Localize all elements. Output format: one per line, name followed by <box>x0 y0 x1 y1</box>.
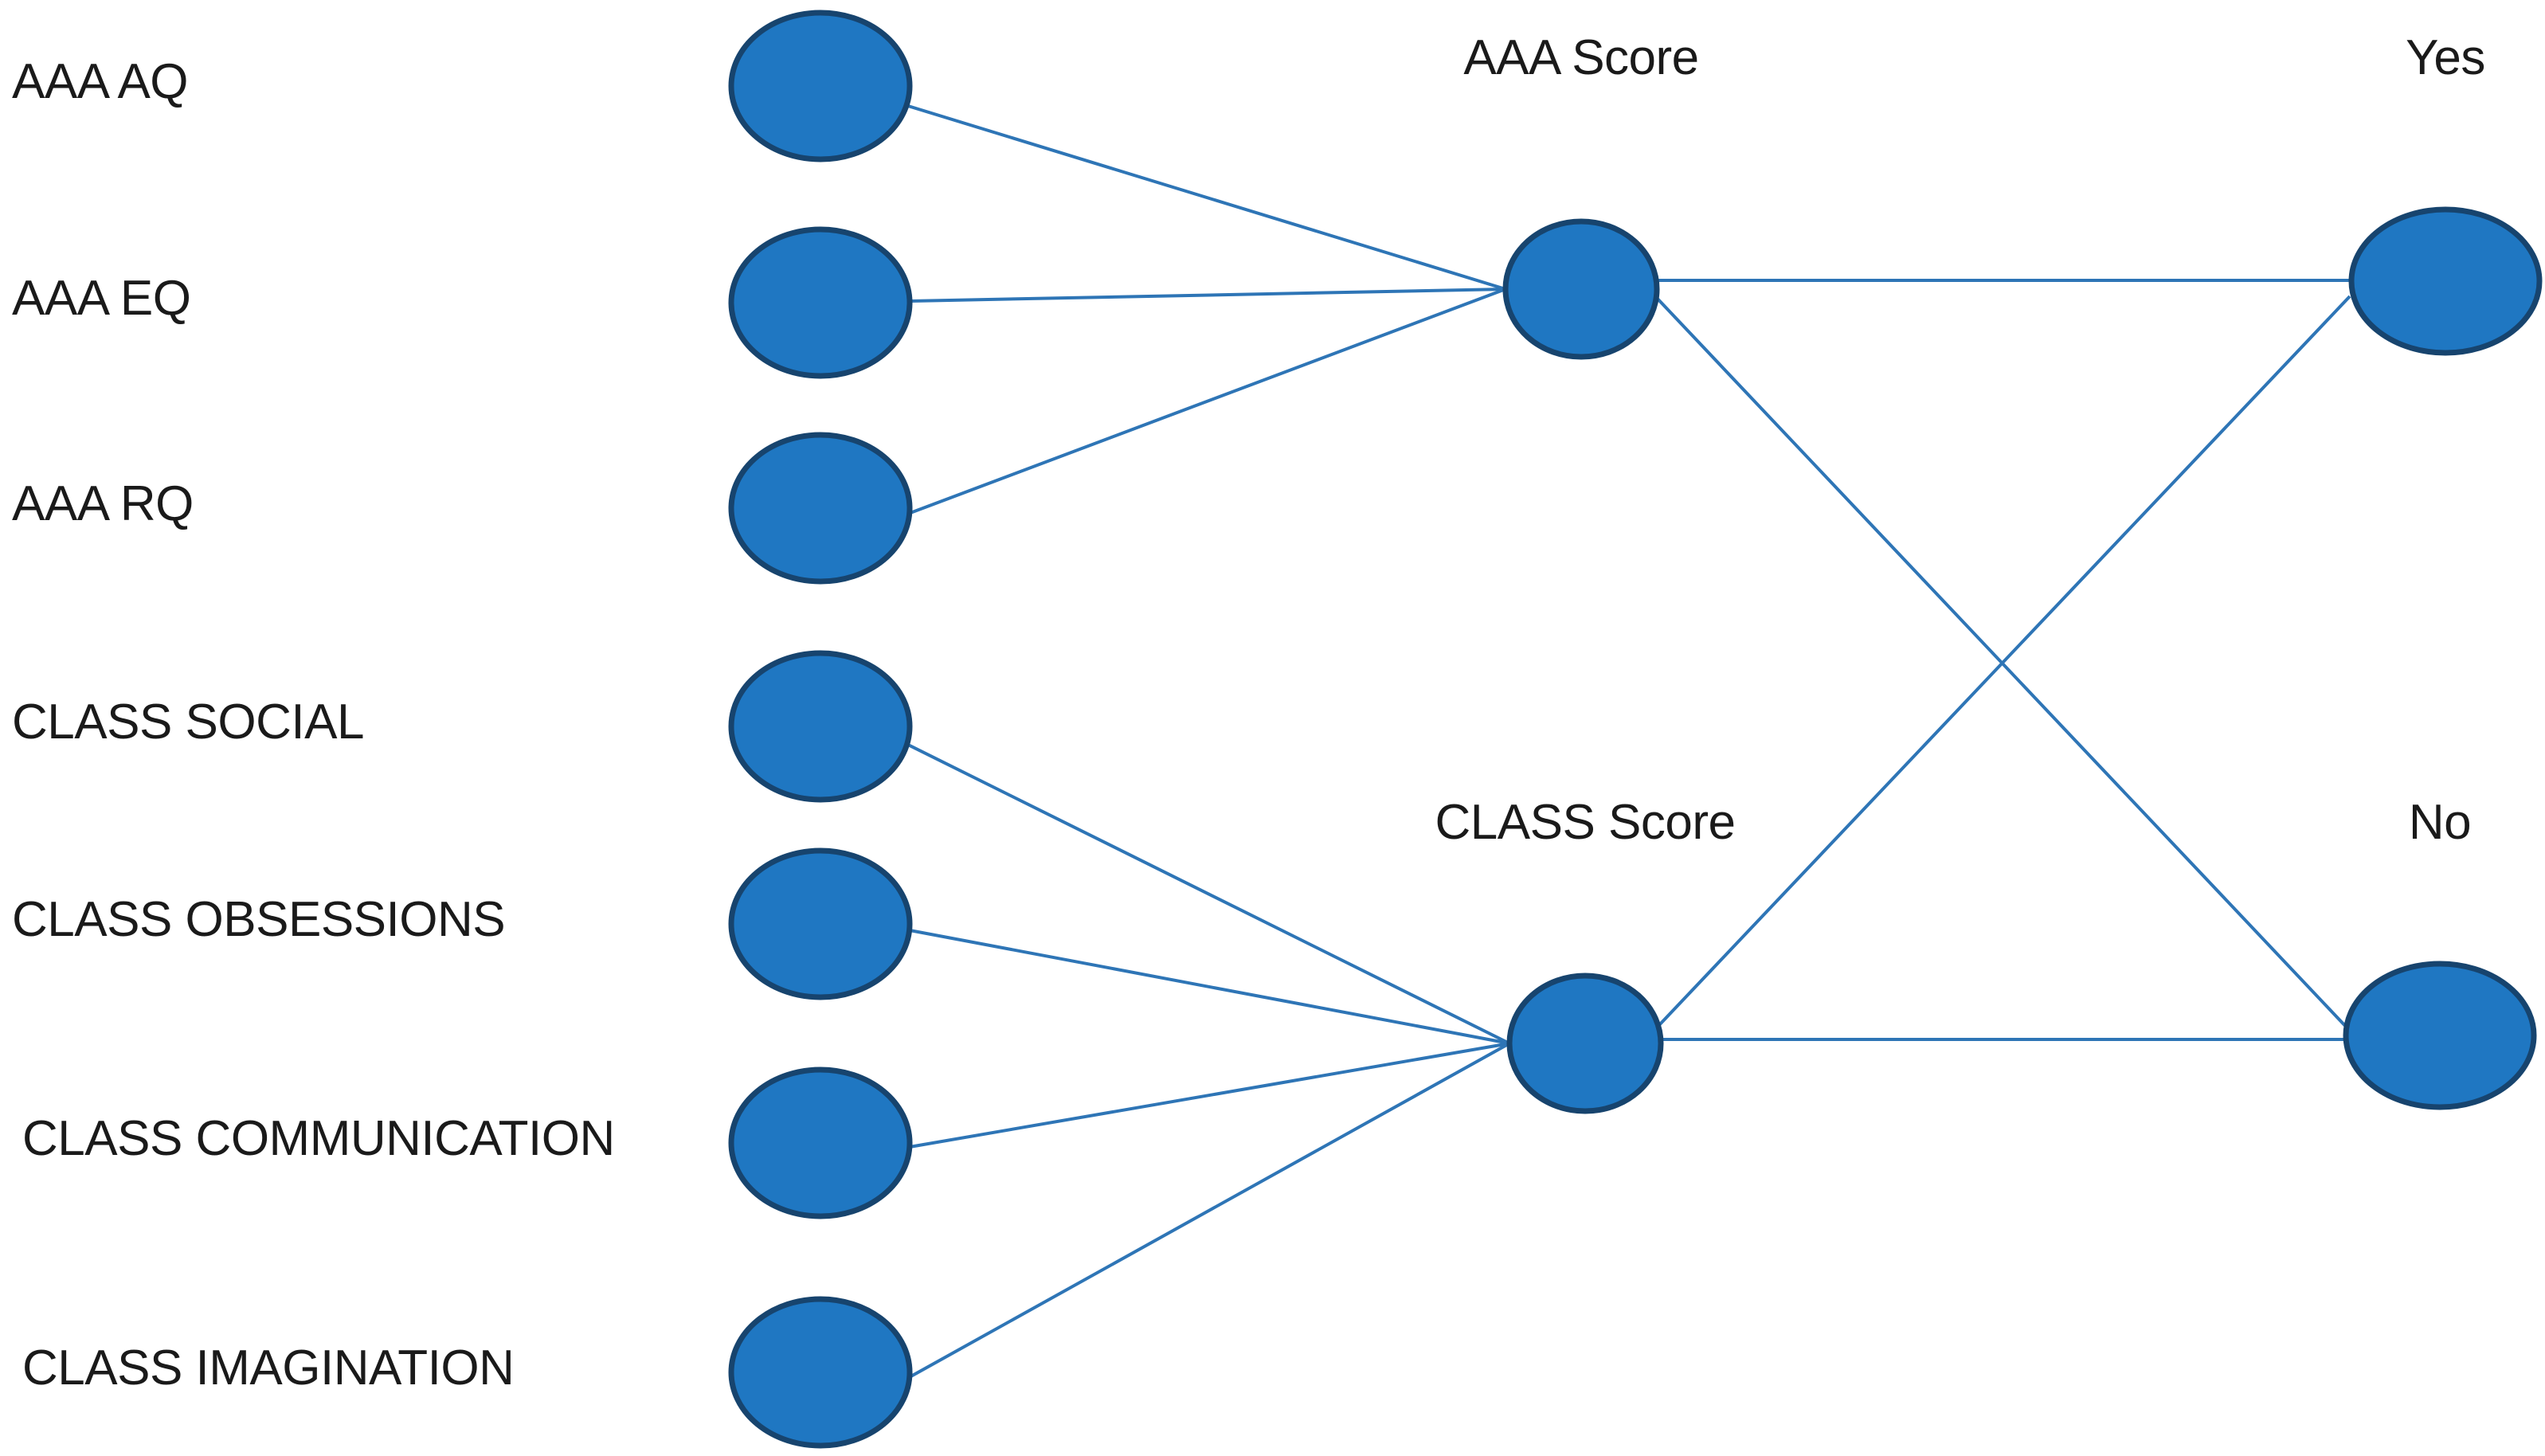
edge-aaa-aq-to-aaa-score <box>907 104 1506 291</box>
edge-class-score-to-yes <box>1657 295 2351 1027</box>
edge-class-communication-to-class-score <box>909 1042 1510 1149</box>
node-aaa-score[interactable] <box>1502 218 1660 360</box>
node-label-class-obsessions: CLASS OBSESSIONS <box>12 892 506 947</box>
node-aaa-eq[interactable] <box>728 226 913 379</box>
node-yes[interactable] <box>2348 206 2543 356</box>
edges-group <box>907 104 2351 1380</box>
node-label-no: No <box>2408 795 2472 850</box>
node-label-aaa-eq: AAA EQ <box>12 271 191 326</box>
node-label-aaa-score: AAA Score <box>1463 30 1699 85</box>
node-label-aaa-rq: AAA RQ <box>12 476 194 531</box>
node-class-communication[interactable] <box>728 1067 913 1219</box>
node-label-class-social: CLASS SOCIAL <box>12 695 364 750</box>
node-class-obsessions[interactable] <box>728 847 913 1000</box>
edge-aaa-rq-to-aaa-score <box>907 288 1506 515</box>
node-class-social[interactable] <box>728 650 913 803</box>
node-class-score[interactable] <box>1506 973 1664 1114</box>
node-label-class-score: CLASS Score <box>1435 795 1736 850</box>
node-label-aaa-aq: AAA AQ <box>12 54 189 109</box>
node-no[interactable] <box>2343 961 2537 1110</box>
nodes-group <box>728 10 2543 1449</box>
edge-aaa-eq-to-aaa-score <box>909 288 1506 303</box>
node-class-imagination[interactable] <box>728 1296 913 1449</box>
node-label-class-communication: CLASS COMMUNICATION <box>22 1111 615 1166</box>
edge-class-social-to-class-score <box>907 743 1510 1045</box>
edge-class-obsessions-to-class-score <box>909 929 1510 1045</box>
edge-class-imagination-to-class-score <box>907 1042 1510 1380</box>
node-label-yes: Yes <box>2406 30 2485 85</box>
node-aaa-rq[interactable] <box>728 432 913 585</box>
node-label-class-imagination: CLASS IMAGINATION <box>22 1341 515 1395</box>
node-aaa-aq[interactable] <box>728 10 913 162</box>
